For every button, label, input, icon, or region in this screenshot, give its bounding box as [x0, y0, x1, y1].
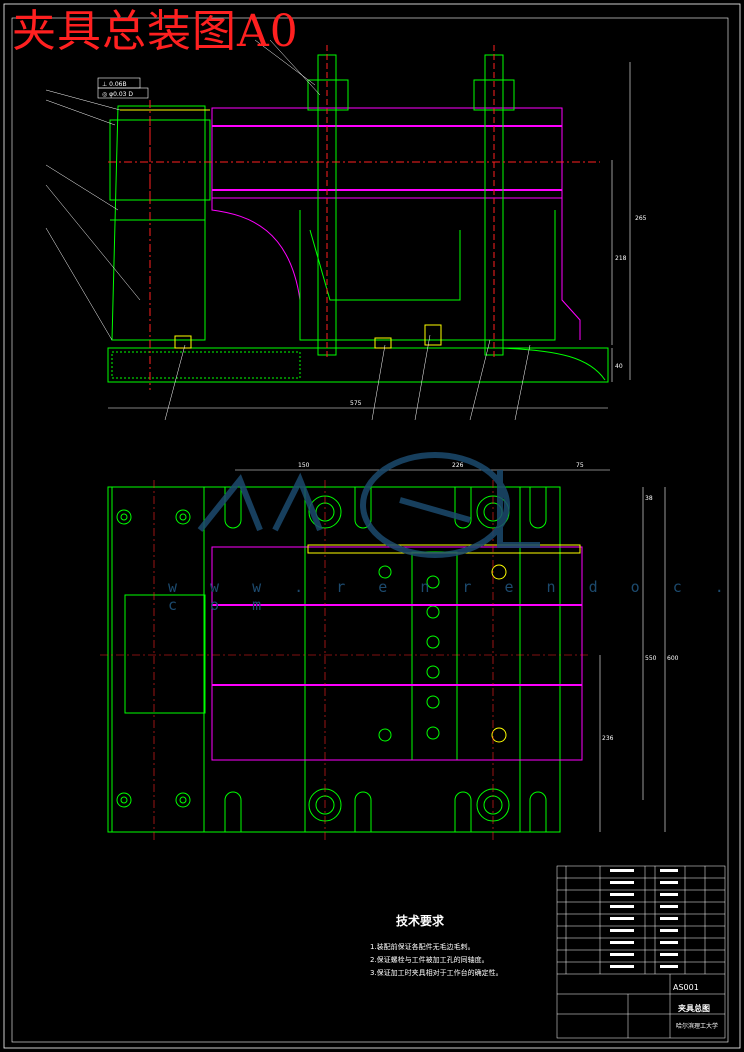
- dim-front-h3: 40: [615, 363, 623, 370]
- tolerance-box-2: [97, 87, 149, 99]
- dim-front-h1: 265: [635, 215, 647, 222]
- dim-right-4: 236: [602, 735, 614, 742]
- front-bushing: [109, 119, 211, 201]
- watermark-text: w w w . r e n r e n d o c . c o m: [168, 578, 736, 614]
- outer-border: [3, 3, 741, 1049]
- front-dimensions: [108, 62, 631, 409]
- tech-item-1: 1.装配前保证各配件无毛边毛刺。: [370, 943, 475, 951]
- parts-list: [556, 865, 726, 1039]
- tech-item-2: 2.保证螺栓与工件被加工孔的同轴度。: [370, 956, 489, 964]
- tech-item-3: 3.保证加工时夹具相对于工作台的确定性。: [370, 969, 503, 977]
- front-base-plate: [107, 347, 609, 383]
- top-centerlines: [100, 480, 590, 840]
- dim-top-2: 226: [452, 462, 464, 469]
- front-fixture-body: [299, 210, 556, 341]
- tolerance-1: ⊥ 0.06B: [102, 81, 127, 88]
- drawing-name: 夹具总图: [678, 1004, 710, 1013]
- dim-front-h2: 218: [615, 255, 627, 262]
- school-name: 哈尔滨理工大学: [676, 1023, 719, 1030]
- top-left-block: [111, 486, 205, 833]
- watermark-logo: [197, 452, 540, 558]
- dim-right-2: 550: [645, 655, 657, 662]
- front-view: [107, 45, 609, 390]
- top-bushing: [124, 594, 206, 714]
- dim-right-1: 38: [645, 495, 653, 502]
- dim-front-width: 575: [350, 400, 362, 407]
- dim-top-1: 150: [298, 462, 310, 469]
- dim-right-3: 600: [667, 655, 679, 662]
- inner-border: [11, 17, 729, 1043]
- front-base-hatch: [111, 351, 301, 379]
- front-workpiece: [211, 107, 563, 199]
- drawing-title: 夹具总装图A0: [12, 6, 299, 57]
- leader-lines: [45, 39, 531, 421]
- tolerance-2: ◎ φ0.03 D: [102, 91, 133, 98]
- top-dimensions: [235, 469, 666, 832]
- dim-top-3: 75: [576, 462, 584, 469]
- top-center-block: [304, 486, 521, 833]
- drawing-number: AS001: [673, 983, 699, 992]
- top-view: [107, 486, 561, 833]
- tech-requirements: 技术要求 1.装配前保证各配件无毛边毛刺。 2.保证螺栓与工件被加工孔的同轴度。…: [356, 912, 503, 980]
- parts-list-entries: [610, 869, 678, 968]
- tech-heading: 技术要求: [396, 914, 445, 928]
- front-left-body: [111, 105, 206, 341]
